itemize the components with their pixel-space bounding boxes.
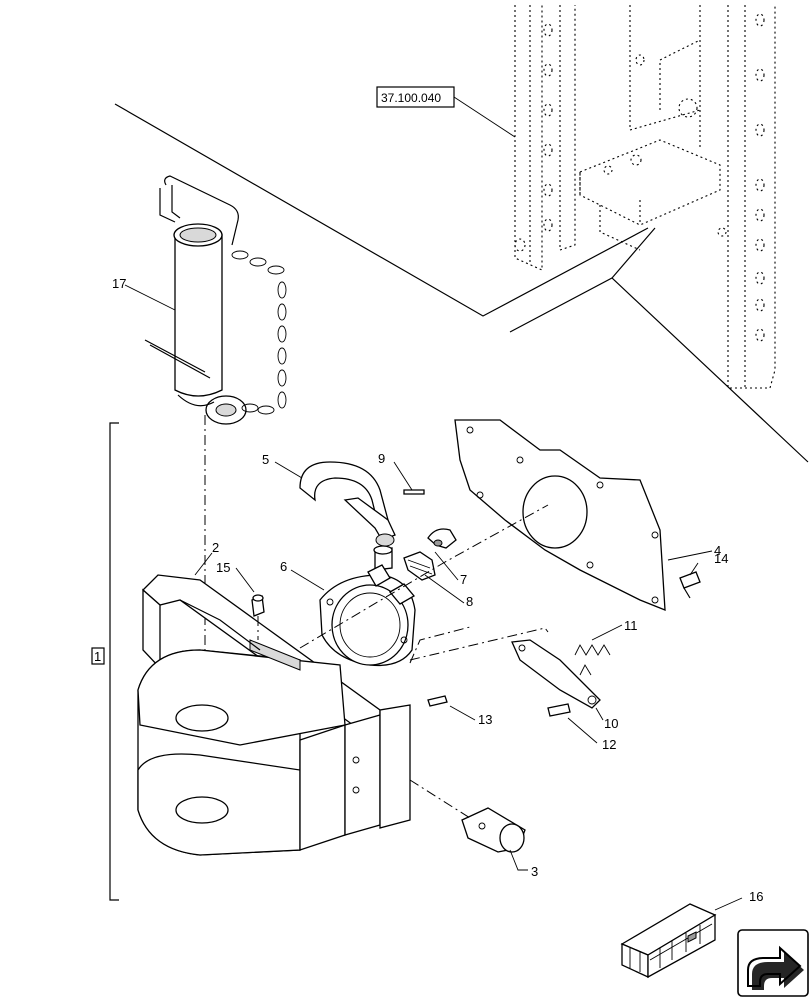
group-label: 1 — [94, 649, 101, 664]
part-6-ring-plate — [319, 564, 416, 667]
callout-16: 17 — [112, 276, 126, 291]
callout-6: 6 — [280, 559, 287, 574]
leader-lines — [124, 284, 743, 911]
callout-8: 8 — [466, 594, 473, 609]
callout-14: 14 — [714, 551, 728, 566]
callout-4: 4 — [714, 543, 721, 558]
upright-holes — [514, 13, 765, 342]
callout-2: 2 — [212, 540, 219, 555]
callout-numbers: 17 2 3 4 5 6 7 8 9 10 11 12 13 14 15 16 — [112, 276, 763, 904]
callout-5: 5 — [262, 452, 269, 467]
callout-17: 16 — [749, 889, 763, 904]
part-10-lever — [511, 639, 601, 709]
callout-12: 12 — [602, 737, 616, 752]
tractor-frame-context — [114, 5, 809, 463]
callout-3: 3 — [531, 864, 538, 879]
part-9-roll-pin — [403, 489, 425, 495]
callout-9: 9 — [378, 451, 385, 466]
callout-13: 13 — [478, 712, 492, 727]
part-2-hitch-body — [137, 574, 411, 856]
part-11-tension-spring — [574, 644, 611, 676]
part-7-clamp — [427, 528, 457, 549]
part-14-screw — [679, 571, 701, 599]
part-8-spring — [403, 551, 436, 581]
reference-label: 37.100.040 — [381, 91, 441, 105]
part-13-pin — [427, 695, 448, 707]
part-12-pin — [547, 703, 571, 717]
reference-callout[interactable]: 37.100.040 — [376, 86, 516, 138]
callout-11: 11 — [624, 618, 638, 633]
part-5-latch-hook — [299, 461, 396, 571]
callout-7: 7 — [460, 572, 467, 587]
callout-10: 10 — [604, 716, 618, 731]
part-15-grease-fitting — [251, 594, 265, 617]
part-4-cover-plate — [454, 419, 666, 611]
chain — [231, 250, 287, 415]
part-3-pivot-pin — [409, 779, 526, 853]
group-bracket: 1 — [91, 422, 119, 901]
callout-15: 15 — [216, 560, 230, 575]
arrow-nav-icon[interactable] — [737, 929, 809, 997]
crate-kit-icon — [620, 903, 717, 979]
